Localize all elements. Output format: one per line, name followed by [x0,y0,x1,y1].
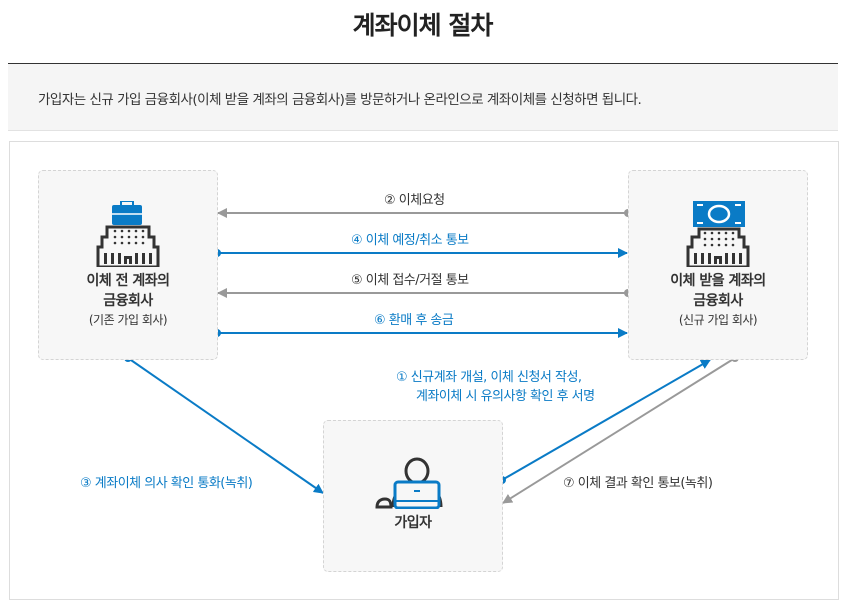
intro-text: 가입자는 신규 가입 금융회사(이체 받을 계좌의 금융회사)를 방문하거나 온… [38,92,642,108]
label-step4: ④ 이체 예정/취소 통보 [351,233,469,248]
label-step5: ⑤ 이체 접수/거절 통보 [351,273,469,288]
arrow-step2 [217,208,632,218]
arrow-step6 [213,328,628,338]
label-step6: ⑥ 환매 후 송금 [374,313,454,328]
intro-band: 가입자는 신규 가입 금융회사(이체 받을 계좌의 금융회사)를 방문하거나 온… [8,63,838,131]
label-step2: ② 이체요청 [384,193,445,208]
building-money-icon [686,201,750,269]
label-step1-line2: 계좌이체 시 유의사항 확인 후 서명 [416,389,595,404]
page-title: 계좌이체 절차 [352,11,494,40]
node-new-institution: 이체 받을 계좌의 금융회사 (신규 가입 회사) [628,170,808,360]
node-old-institution: 이체 전 계좌의 금융회사 (기존 가입 회사) [38,170,218,360]
arrow-step5 [217,288,632,298]
label-step1-line1: ① 신규계좌 개설, 이체 신청서 작성, [396,370,582,385]
diagram-frame [9,141,839,600]
node-subscriber: 가입자 [323,420,503,572]
building-briefcase-icon [96,200,160,269]
label-step7: ⑦ 이체 결과 확인 통보(녹취) [563,476,713,491]
person-laptop-icon [375,457,443,510]
arrow-step4 [213,248,628,258]
label-step3: ③ 계좌이체 의사 확인 통화(녹취) [80,476,253,491]
